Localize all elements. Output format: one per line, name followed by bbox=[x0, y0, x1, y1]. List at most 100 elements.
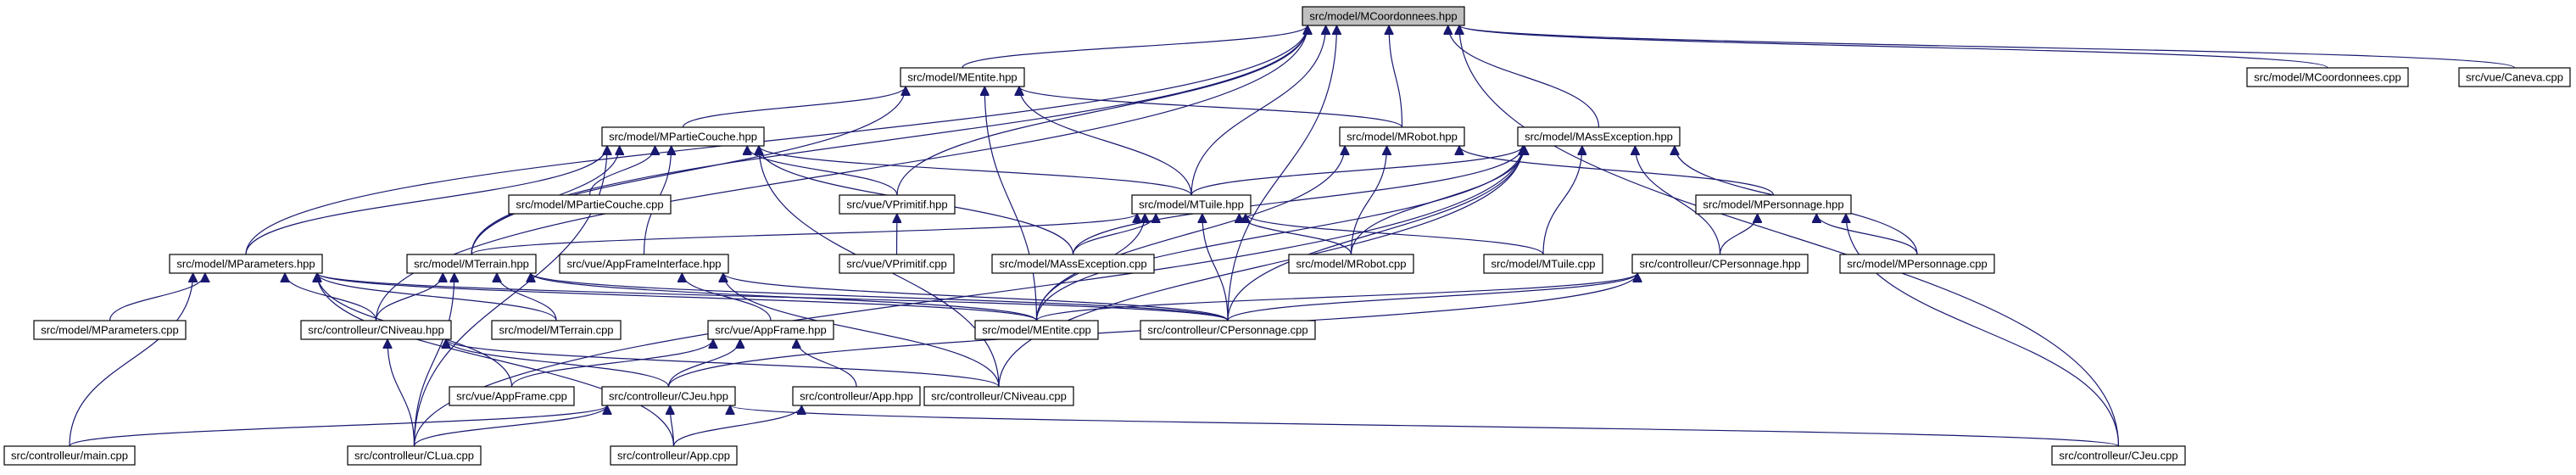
graph-node-box bbox=[2051, 445, 2186, 466]
graph-node[interactable]: src/model/MCoordonnees.hpp bbox=[1302, 6, 1465, 26]
graph-node-box bbox=[601, 126, 765, 147]
graph-node-label: src/controlleur/CNiveau.cpp bbox=[931, 390, 1067, 403]
graph-node-box bbox=[1288, 254, 1414, 274]
graph-node[interactable]: src/model/MPersonnage.cpp bbox=[1839, 254, 1995, 274]
include-edge bbox=[446, 338, 670, 388]
graph-node[interactable]: src/model/MRobot.cpp bbox=[1288, 254, 1414, 274]
include-edge bbox=[1542, 146, 1582, 255]
graph-node[interactable]: src/model/MPersonnage.hpp bbox=[1695, 194, 1852, 215]
graph-node-label: src/vue/AppFrame.hpp bbox=[715, 324, 827, 337]
include-edge bbox=[1448, 25, 1600, 128]
graph-node[interactable]: src/model/MTerrain.cpp bbox=[491, 320, 622, 340]
include-edge bbox=[471, 25, 1308, 255]
graph-node[interactable]: src/model/MTuile.cpp bbox=[1483, 254, 1603, 274]
graph-node-label: src/model/MPartieCouche.cpp bbox=[516, 198, 663, 211]
include-edge bbox=[723, 272, 1229, 321]
include-edge bbox=[962, 25, 1308, 69]
include-edge bbox=[69, 405, 607, 447]
graph-node[interactable]: src/model/MPartieCouche.hpp bbox=[601, 126, 765, 147]
graph-node-box bbox=[2246, 67, 2409, 87]
graph-node[interactable]: src/model/MTuile.hpp bbox=[1131, 194, 1252, 215]
graph-node-label: src/vue/Caneva.cpp bbox=[2466, 71, 2563, 84]
graph-node-label: src/controlleur/CJeu.hpp bbox=[609, 390, 728, 403]
graph-node[interactable]: src/model/MParameters.hpp bbox=[169, 254, 323, 274]
include-edge bbox=[497, 272, 557, 321]
include-edge bbox=[375, 25, 1308, 321]
include-edge bbox=[375, 272, 443, 321]
include-edge bbox=[984, 87, 1038, 321]
graph-node-label: src/controlleur/CLua.cpp bbox=[354, 450, 474, 462]
include-edge bbox=[1019, 86, 1403, 128]
graph-node[interactable]: src/controlleur/App.hpp bbox=[792, 386, 921, 406]
graph-node-box bbox=[300, 320, 452, 340]
graph-node[interactable]: src/vue/VPrimitif.hpp bbox=[839, 194, 956, 215]
graph-node[interactable]: src/controlleur/CLua.cpp bbox=[347, 445, 482, 466]
include-edge bbox=[69, 273, 193, 447]
graph-node[interactable]: src/model/MEntite.cpp bbox=[974, 320, 1099, 340]
graph-node[interactable]: src/model/MRobot.hpp bbox=[1339, 126, 1465, 147]
graph-node[interactable]: src/vue/AppFrameInterface.hpp bbox=[559, 254, 729, 274]
graph-node-label: src/model/MCoordonnees.cpp bbox=[2254, 71, 2400, 84]
graph-node-box bbox=[169, 254, 323, 274]
include-edge bbox=[1190, 25, 1326, 196]
graph-node-box bbox=[601, 386, 736, 406]
graph-node[interactable]: src/controlleur/main.cpp bbox=[3, 445, 136, 466]
graph-node[interactable]: src/vue/AppFrame.hpp bbox=[707, 320, 834, 340]
include-edge bbox=[1035, 146, 1346, 321]
graph-node-label: src/model/MTuile.hpp bbox=[1139, 198, 1244, 211]
graph-node-box bbox=[707, 320, 834, 340]
graph-node[interactable]: src/model/MPartieCouche.cpp bbox=[508, 194, 672, 215]
graph-node-box bbox=[1839, 254, 1995, 274]
graph-node[interactable]: src/controlleur/CNiveau.cpp bbox=[923, 386, 1074, 406]
graph-node-box bbox=[900, 67, 1025, 87]
include-edge bbox=[1459, 25, 2120, 447]
graph-node[interactable]: src/model/MAssException.cpp bbox=[991, 254, 1155, 274]
graph-node[interactable]: src/vue/AppFrame.cpp bbox=[449, 386, 575, 406]
graph-node-box bbox=[406, 254, 537, 274]
graph-node-label: src/model/MTerrain.hpp bbox=[414, 258, 529, 271]
include-edge bbox=[109, 272, 205, 321]
graph-node[interactable]: src/controlleur/CPersonnage.hpp bbox=[1631, 254, 1809, 274]
include-edge bbox=[245, 25, 1308, 255]
include-edge bbox=[510, 338, 714, 388]
graph-node[interactable]: src/model/MAssException.hpp bbox=[1517, 126, 1681, 147]
include-edge bbox=[388, 339, 415, 447]
graph-node-box-root bbox=[1302, 6, 1465, 26]
include-edge bbox=[317, 272, 1229, 321]
graph-node[interactable]: src/vue/VPrimitif.cpp bbox=[839, 254, 955, 274]
include-edge bbox=[1389, 25, 1403, 128]
graph-node-box bbox=[1695, 194, 1852, 215]
include-edge bbox=[747, 145, 898, 196]
graph-node[interactable]: src/controlleur/App.cpp bbox=[610, 445, 738, 466]
include-edge bbox=[1635, 146, 1721, 255]
include-edge bbox=[317, 273, 675, 447]
include-edge bbox=[317, 272, 557, 321]
include-edge bbox=[1035, 272, 1638, 321]
graph-node[interactable]: src/model/MCoordonnees.cpp bbox=[2246, 67, 2409, 87]
graph-node-box bbox=[3, 445, 136, 466]
include-edge bbox=[588, 145, 655, 196]
include-edge bbox=[896, 25, 1308, 196]
include-edge bbox=[1072, 146, 1524, 255]
include-edge bbox=[1190, 145, 1523, 196]
graph-node-label: src/model/MPersonnage.cpp bbox=[1847, 258, 1987, 271]
include-edge bbox=[759, 145, 1192, 196]
graph-node-label: src/model/MEntite.hpp bbox=[907, 71, 1017, 84]
include-edge bbox=[796, 338, 857, 388]
graph-node[interactable]: src/vue/Caneva.cpp bbox=[2458, 67, 2571, 87]
include-edge bbox=[730, 405, 2120, 447]
graph-node-label: src/vue/AppFrame.cpp bbox=[456, 390, 567, 403]
edges-layer bbox=[69, 25, 2516, 447]
graph-node-label: src/controlleur/App.cpp bbox=[617, 450, 730, 462]
graph-node[interactable]: src/model/MParameters.cpp bbox=[33, 320, 187, 340]
graph-node-box bbox=[792, 386, 921, 406]
graph-node-box bbox=[508, 194, 672, 215]
graph-node[interactable]: src/model/MTerrain.hpp bbox=[406, 254, 537, 274]
graph-node-label: src/model/MEntite.cpp bbox=[982, 324, 1091, 337]
graph-node[interactable]: src/controlleur/CPersonnage.cpp bbox=[1140, 320, 1316, 340]
graph-node[interactable]: src/controlleur/CNiveau.hpp bbox=[300, 320, 452, 340]
graph-node[interactable]: src/model/MEntite.hpp bbox=[900, 67, 1025, 87]
graph-node-label: src/model/MTerrain.cpp bbox=[499, 324, 613, 337]
graph-node[interactable]: src/controlleur/CJeu.cpp bbox=[2051, 445, 2186, 466]
graph-node[interactable]: src/controlleur/CJeu.hpp bbox=[601, 386, 736, 406]
